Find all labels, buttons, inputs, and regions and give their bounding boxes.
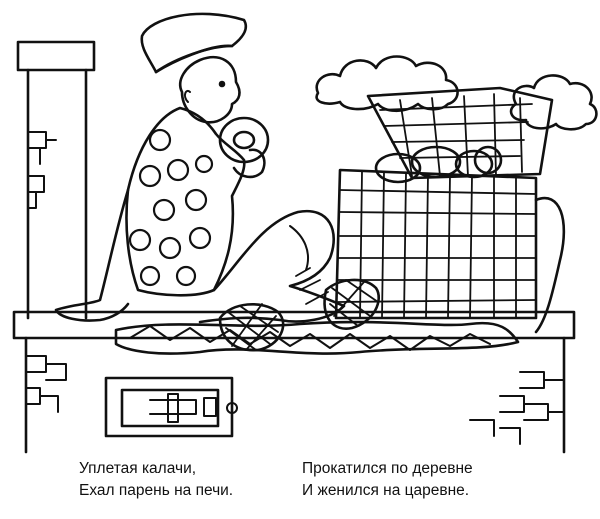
cloud-icon	[509, 74, 598, 131]
cloud-icon	[315, 55, 459, 113]
poem-line: И женился на царевне.	[302, 482, 470, 499]
stove-icon	[12, 40, 576, 454]
poem-right: Прокатился по деревне И женился на царев…	[302, 458, 473, 502]
poem-left: Уплетая калачи, Ехал парень на печи.	[79, 458, 233, 502]
rug	[114, 320, 520, 355]
kalach-icon	[218, 116, 270, 164]
poem-line: Прокатился по деревне	[302, 460, 473, 477]
man-figure	[54, 12, 381, 352]
kalach-icon	[374, 145, 503, 184]
coloring-illustration	[12, 12, 598, 454]
basket-icon	[334, 86, 566, 334]
poem-line: Ехал парень на печи.	[79, 482, 234, 499]
poem-line: Уплетая калачи,	[79, 460, 197, 477]
